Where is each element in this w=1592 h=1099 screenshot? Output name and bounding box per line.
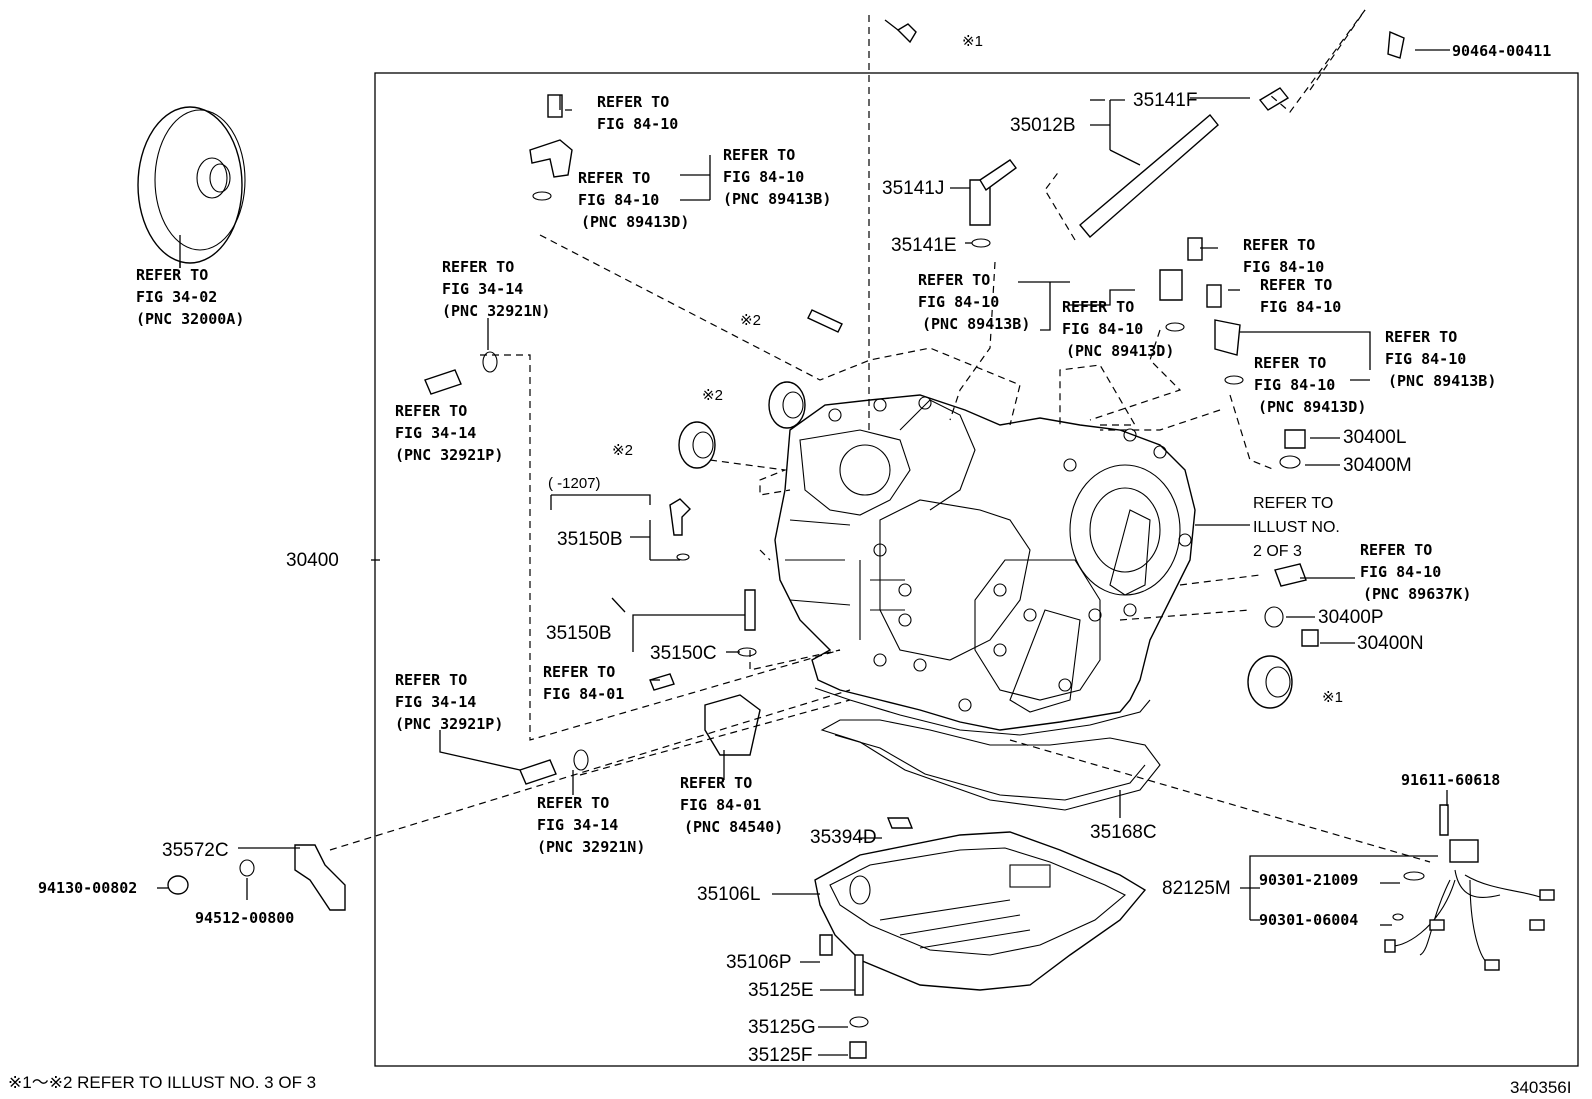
label-30400: 30400 — [286, 550, 339, 571]
torque-converter — [137, 106, 246, 268]
transaxle-case — [774, 394, 1196, 736]
mark2-bolt: ※2 — [740, 312, 761, 329]
label-30400M: 30400M — [1343, 455, 1412, 476]
dashed-guide-lines — [329, 9, 1431, 863]
label-90301-06004: 90301-06004 — [1259, 911, 1358, 929]
mark1-right: ※1 — [1322, 689, 1343, 706]
mark2-seal-upper: ※2 — [702, 387, 723, 404]
label-35012B: 35012B — [1010, 115, 1076, 136]
label-35106L: 35106L — [697, 884, 760, 905]
part-labels: ※1 90464-00411 35141F 35012B 35141J 3514… — [38, 33, 1551, 1066]
label-35141E: 35141E — [891, 235, 957, 256]
small-parts — [167, 19, 1555, 1059]
mark2-seal-lower: ※2 — [612, 442, 633, 459]
label-35106P: 35106P — [726, 952, 792, 973]
label-35150C: 35150C — [650, 643, 717, 664]
illustration-id: 340356I — [1510, 1078, 1571, 1097]
label-35125F: 35125F — [748, 1045, 812, 1066]
oil-pan — [814, 831, 1147, 991]
label-91611-60618: 91611-60618 — [1401, 771, 1500, 789]
label-35572C: 35572C — [162, 840, 229, 861]
label-30400N: 30400N — [1357, 633, 1424, 654]
label-35125E: 35125E — [748, 980, 814, 1001]
label-35168C: 35168C — [1090, 822, 1157, 843]
footer-note: ※1～※2 REFER TO ILLUST NO. 3 OF 3 — [8, 1073, 316, 1092]
case-bolts — [828, 396, 1192, 712]
oil-pan-gasket — [820, 719, 1161, 811]
leader-lines — [157, 49, 1450, 1056]
label-30400L: 30400L — [1343, 427, 1406, 448]
label-range-1207: ( -1207) — [548, 475, 601, 492]
diagram-frame — [374, 72, 1579, 1067]
label-90301-21009: 90301-21009 — [1259, 871, 1358, 889]
label-30400P: 30400P — [1318, 607, 1384, 628]
mark1-top: ※1 — [962, 33, 983, 50]
label-90464-00411: 90464-00411 — [1452, 42, 1551, 60]
label-35125G: 35125G — [748, 1017, 816, 1038]
label-35150B-lower: 35150B — [546, 623, 612, 644]
label-35150B-upper: 35150B — [557, 529, 623, 550]
label-35141J: 35141J — [882, 178, 944, 199]
label-94512-00800: 94512-00800 — [195, 909, 294, 927]
label-82125M: 82125M — [1162, 878, 1231, 899]
label-35394D: 35394D — [810, 827, 877, 848]
label-94130-00802: 94130-00802 — [38, 879, 137, 897]
label-35141F: 35141F — [1133, 90, 1197, 111]
